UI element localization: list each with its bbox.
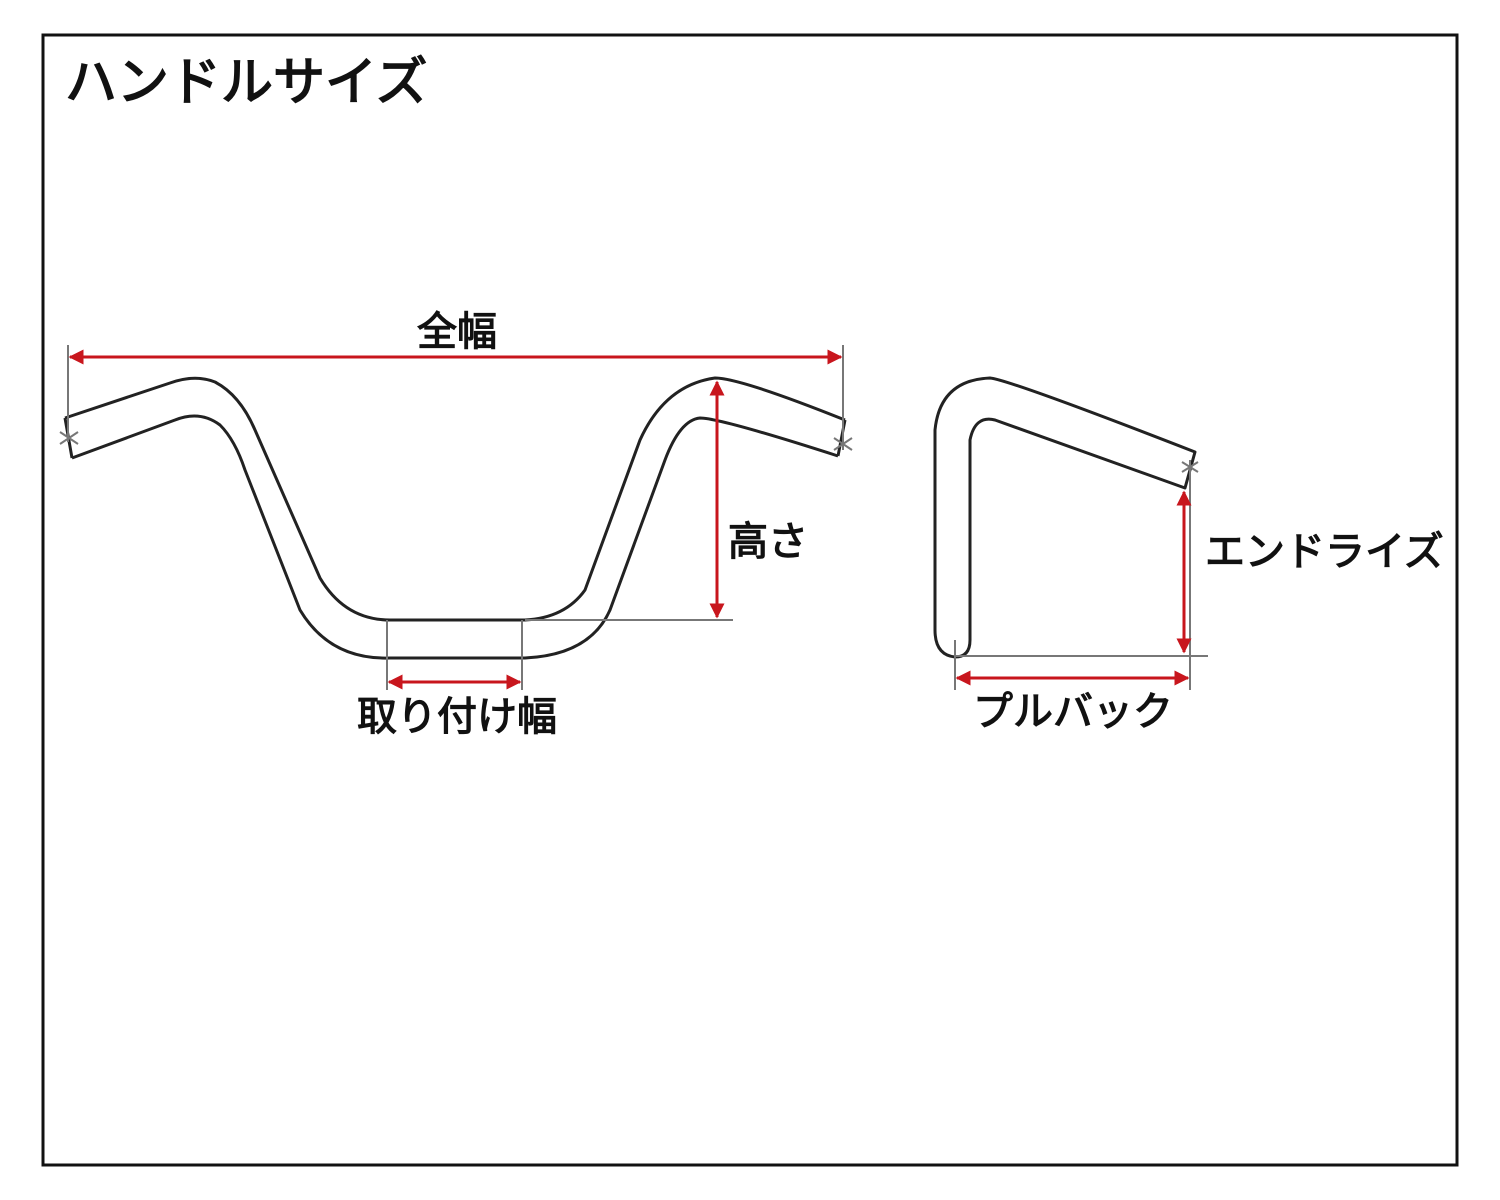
frame: [41, 33, 1459, 1167]
end-rise-label: エンドライズ: [1205, 529, 1444, 575]
mount-width-label: 取り付け幅: [357, 694, 557, 740]
height-label: 高さ: [728, 519, 808, 565]
front-view-guides: [59, 345, 853, 690]
overall-width-label: 全幅: [416, 309, 497, 355]
diagram-title: ハンドルサイズ: [65, 53, 427, 113]
pullback-label: プルバック: [973, 689, 1173, 735]
